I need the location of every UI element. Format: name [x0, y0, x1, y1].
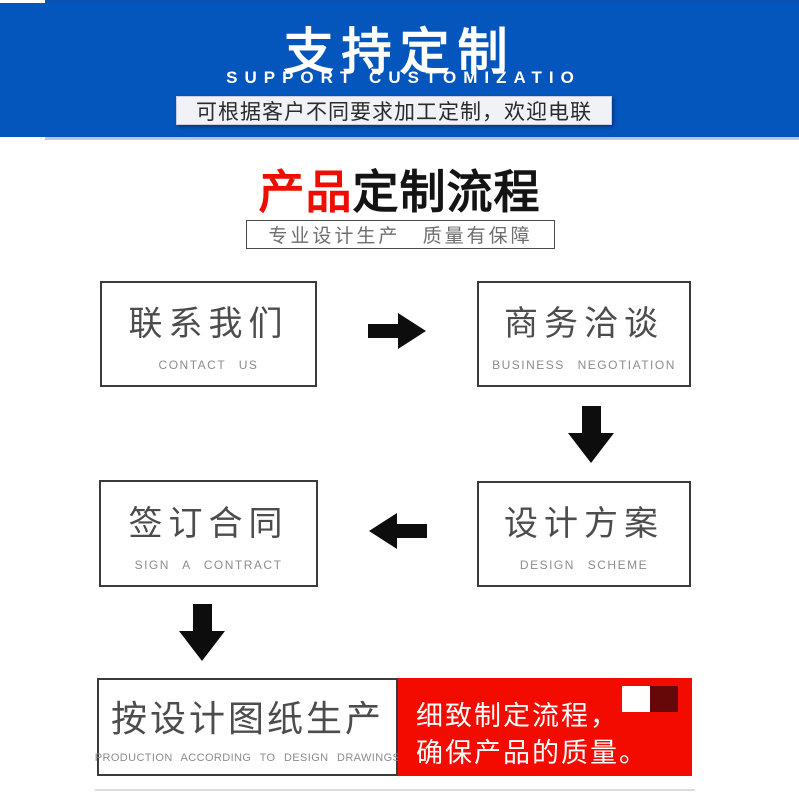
accent-square-maroon: [650, 686, 678, 712]
arrow-down-icon: [179, 604, 225, 662]
section-tagline-text: 专业设计生产 质量有保障: [268, 226, 533, 247]
bottom-divider: [95, 789, 695, 791]
flow-step-subtitle: DESIGN SCHEME: [519, 558, 649, 572]
accent-square-white: [622, 686, 650, 712]
flow-step-subtitle: CONTACT US: [158, 358, 259, 372]
section-tagline-box: 专业设计生产 质量有保障: [246, 220, 555, 249]
flow-step-title: 联系我们: [128, 305, 289, 343]
arrow-right-icon: [368, 312, 427, 350]
section-title-black: 定制流程: [352, 166, 541, 218]
flow-step-subtitle: SIGN A CONTRACT: [134, 557, 283, 572]
flow-step-production: 按设计图纸生产 PRODUCTION ACCORDING TO DESIGN D…: [94, 678, 401, 776]
arrow-down-icon: [568, 406, 614, 464]
flow-step-title: 设计方案: [504, 505, 664, 543]
banner-subtitle: SUPPORT CUSTOMIZATIO: [226, 68, 581, 87]
flow-step-title: 按设计图纸生产: [110, 698, 384, 739]
flow-step-subtitle: PRODUCTION ACCORDING TO DESIGN DRAWINGS: [94, 752, 401, 764]
banner-bottom-strip: [45, 137, 799, 140]
flow-step-title: 商务洽谈: [504, 305, 664, 343]
flow-step-subtitle: BUSINESS NEGOTIATION: [492, 358, 676, 372]
section-title: 产品定制流程: [0, 156, 799, 222]
flow-step-title: 签订合同: [128, 504, 289, 543]
banner-note-text: 可根据客户不同要求加工定制，欢迎电联: [196, 100, 592, 124]
flow-step-business-negotiation: 商务洽谈 BUSINESS NEGOTIATION: [477, 281, 691, 387]
arrow-left-icon: [368, 512, 427, 550]
banner-title: 支持定制: [283, 24, 516, 80]
quality-note-line1: 细致制定流程，: [416, 701, 619, 731]
quality-note-box: 细致制定流程， 确保产品的质量。: [398, 678, 692, 776]
flow-step-contact-us: 联系我们 CONTACT US: [100, 281, 317, 387]
banner-note-box: 可根据客户不同要求加工定制，欢迎电联: [176, 96, 612, 125]
flow-step-sign-contract: 签订合同 SIGN A CONTRACT: [99, 480, 318, 587]
section-title-red: 产品: [258, 166, 353, 218]
flow-step-design-scheme: 设计方案 DESIGN SCHEME: [477, 481, 691, 587]
quality-note-line2: 确保产品的质量。: [416, 738, 648, 768]
